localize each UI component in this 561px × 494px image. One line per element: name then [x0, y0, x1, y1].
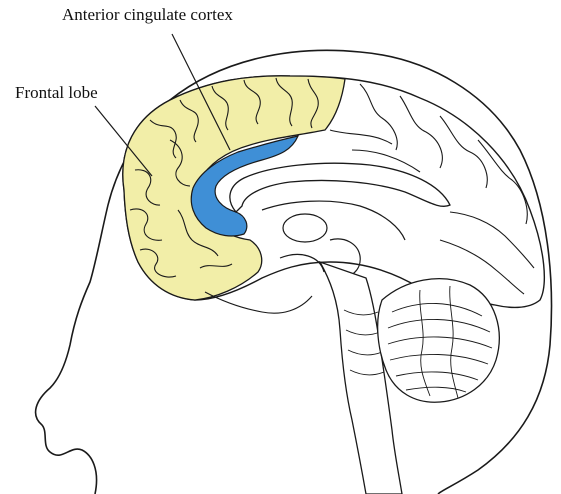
- cerebellum: [378, 279, 500, 403]
- anterior-cingulate-cortex-label: Anterior cingulate cortex: [62, 6, 233, 23]
- frontal-lobe-label: Frontal lobe: [15, 84, 98, 101]
